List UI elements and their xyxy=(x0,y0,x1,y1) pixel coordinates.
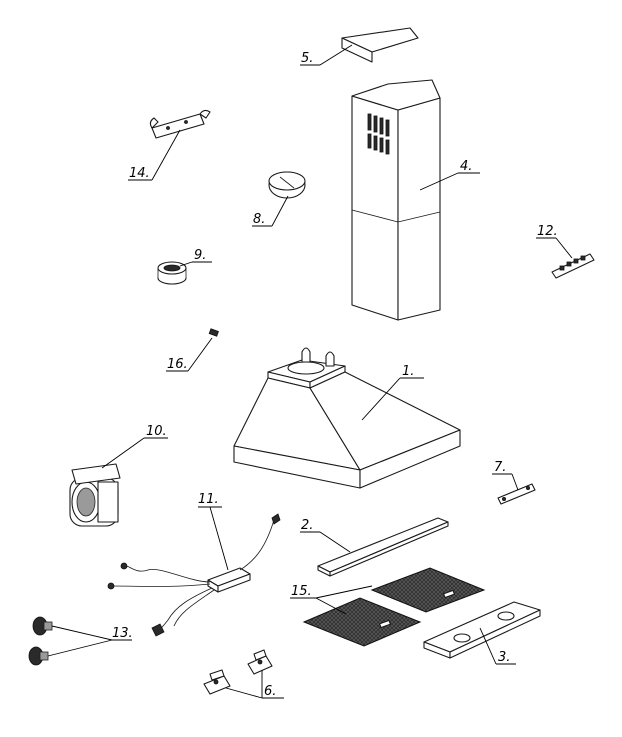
part-1-hood-body: 1. xyxy=(233,347,461,489)
label-2: 2. xyxy=(301,518,313,533)
part-16-clip: 16. xyxy=(166,328,219,372)
label-1: 1. xyxy=(402,364,414,379)
part-10-blower-motor: 10. xyxy=(69,424,168,527)
label-7: 7. xyxy=(494,460,506,475)
label-8: 8. xyxy=(253,212,265,227)
label-10: 10. xyxy=(146,424,167,439)
label-12: 12. xyxy=(537,224,558,239)
label-9: 9. xyxy=(194,248,206,263)
part-3-light-panel: 3. xyxy=(423,601,541,665)
part-7-light-bar: 7. xyxy=(492,460,536,505)
label-6: 6. xyxy=(264,684,276,699)
label-14: 14. xyxy=(129,166,150,181)
part-4-chimney: 4. xyxy=(351,79,480,321)
part-5-top-cover: 5. xyxy=(300,27,419,66)
label-13: 13. xyxy=(112,626,133,641)
chimney-vents xyxy=(367,113,390,155)
label-3: 3. xyxy=(498,650,510,665)
part-12-button-strip: 12. xyxy=(536,224,595,279)
label-4: 4. xyxy=(460,159,472,174)
part-8-round-damper: 8. xyxy=(252,171,306,227)
label-11: 11. xyxy=(198,492,219,507)
label-15: 15. xyxy=(291,584,312,599)
part-9-collar: 9. xyxy=(157,248,212,285)
part-13-light-bulbs: 13. xyxy=(28,616,133,666)
part-6-mounting-clips: 6. xyxy=(203,649,284,699)
label-16: 16. xyxy=(167,357,188,372)
part-11-control-wiring: 11. xyxy=(107,492,281,637)
part-14-wall-bracket: 14. xyxy=(128,109,211,181)
label-5: 5. xyxy=(301,51,313,66)
part-2-filter-tray: 2. xyxy=(300,517,449,577)
part-15-mesh-filters: 15. xyxy=(290,567,486,647)
